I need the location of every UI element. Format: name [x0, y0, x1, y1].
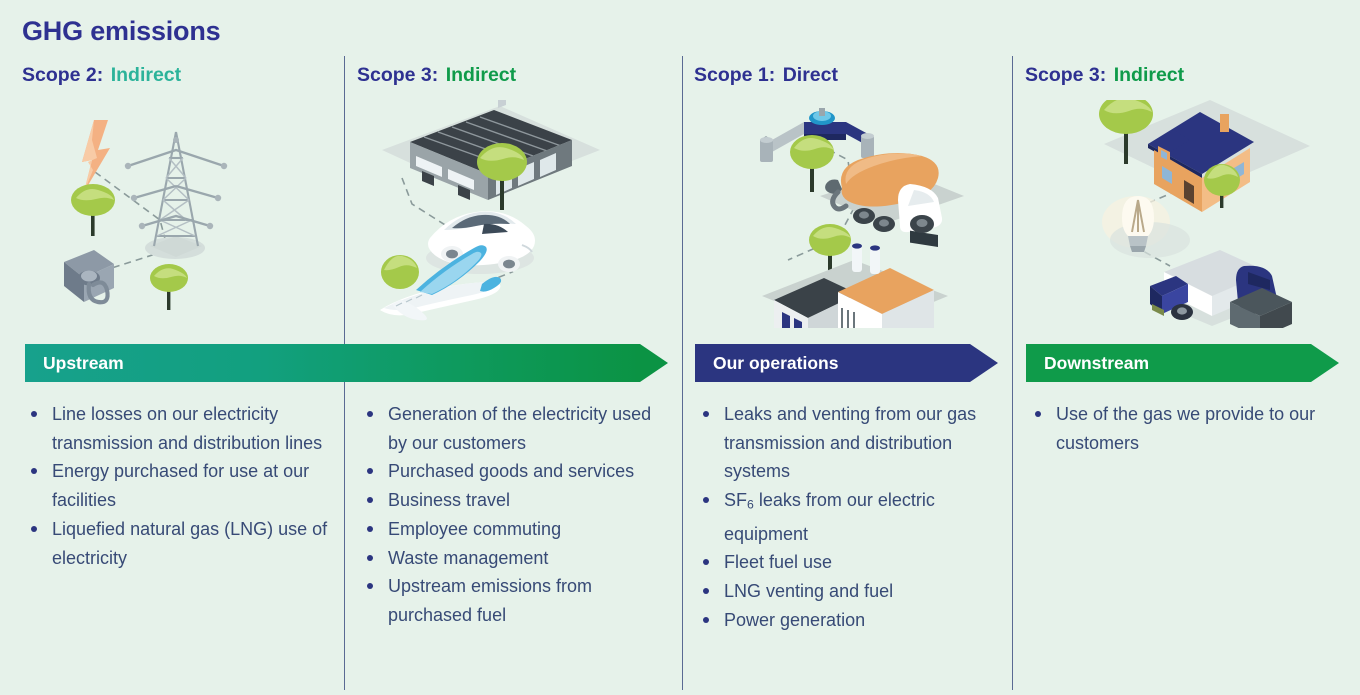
pipeline-mixer-truck-facility-illustration — [742, 100, 977, 365]
tree-icon — [477, 143, 527, 210]
banner-our-operations-label: Our operations — [713, 352, 839, 373]
banner-our-operations-body: Our operations — [695, 344, 970, 382]
tree-icon — [71, 184, 115, 236]
tree-icon — [1099, 94, 1153, 164]
scope-heading-2: Scope 3: Indirect — [357, 64, 516, 87]
banner-upstream-arrow-icon — [640, 344, 668, 382]
column-divider-2 — [682, 56, 683, 690]
scope-heading-2-kind: Indirect — [445, 64, 517, 86]
tree-icon — [790, 135, 834, 192]
list-item: Generation of the electricity used by ou… — [358, 400, 666, 457]
factory-car-airplane-illustration — [372, 43, 607, 333]
bullet-list-scope-2: Line losses on our electricity transmiss… — [22, 400, 342, 572]
scope-heading-3: Scope 1: Direct — [694, 64, 838, 87]
list-item: Waste management — [358, 544, 666, 573]
banner-upstream-body: Upstream — [25, 344, 640, 382]
bullet-list-scope-1: Leaks and venting from our gas transmiss… — [694, 400, 994, 634]
scope-heading-2-scope: Scope 3: — [357, 64, 439, 86]
banner-downstream: Downstream — [1026, 344, 1339, 382]
list-item: Fleet fuel use — [694, 548, 994, 577]
page-title: GHG emissions — [22, 16, 221, 46]
list-item: Use of the gas we provide to our custome… — [1026, 400, 1326, 457]
tree-icon — [1204, 164, 1240, 208]
list-item: Liquefied natural gas (LNG) use of elect… — [22, 515, 342, 572]
list-item: LNG venting and fuel — [694, 577, 994, 606]
tree-icon — [809, 224, 851, 280]
list-item: Upstream emissions from purchased fuel — [358, 572, 666, 629]
scope-heading-4-scope: Scope 3: — [1025, 64, 1107, 86]
banner-downstream-arrow-icon — [1311, 344, 1339, 382]
tree-icon — [150, 264, 188, 310]
banner-upstream-label: Upstream — [43, 352, 124, 373]
list-item: Purchased goods and services — [358, 457, 666, 486]
list-item: Business travel — [358, 486, 666, 515]
scope-heading-4-kind: Indirect — [1113, 64, 1185, 86]
scope-heading-1-scope: Scope 2: — [22, 64, 104, 86]
list-item: SF6 leaks from our electric equipment — [694, 486, 994, 548]
banner-our-operations: Our operations — [695, 344, 998, 382]
scope-heading-4: Scope 3: Indirect — [1025, 64, 1184, 87]
electricity-transmission-illustration — [50, 100, 280, 330]
list-item: Leaks and venting from our gas transmiss… — [694, 400, 994, 486]
banner-our-operations-arrow-icon — [970, 344, 998, 382]
scope-heading-1-kind: Indirect — [110, 64, 182, 86]
banner-downstream-body: Downstream — [1026, 344, 1311, 382]
banner-downstream-label: Downstream — [1044, 352, 1150, 373]
bullet-list-scope-3-downstream: Use of the gas we provide to our custome… — [1026, 400, 1326, 457]
list-item: Line losses on our electricity transmiss… — [22, 400, 342, 457]
scope-heading-3-kind: Direct — [782, 64, 838, 86]
scope-heading-3-scope: Scope 1: — [694, 64, 776, 86]
bullet-list-scope-3-upstream: Generation of the electricity used by ou… — [358, 400, 666, 630]
house-bulb-garbage-truck-illustration — [1092, 94, 1327, 338]
scope-heading-1: Scope 2: Indirect — [22, 64, 181, 87]
column-divider-3 — [1012, 56, 1013, 690]
list-item: Employee commuting — [358, 515, 666, 544]
list-item: Energy purchased for use at our faciliti… — [22, 457, 342, 514]
banner-upstream: Upstream — [25, 344, 668, 382]
tree-icon — [381, 255, 419, 289]
list-item: Power generation — [694, 606, 994, 635]
